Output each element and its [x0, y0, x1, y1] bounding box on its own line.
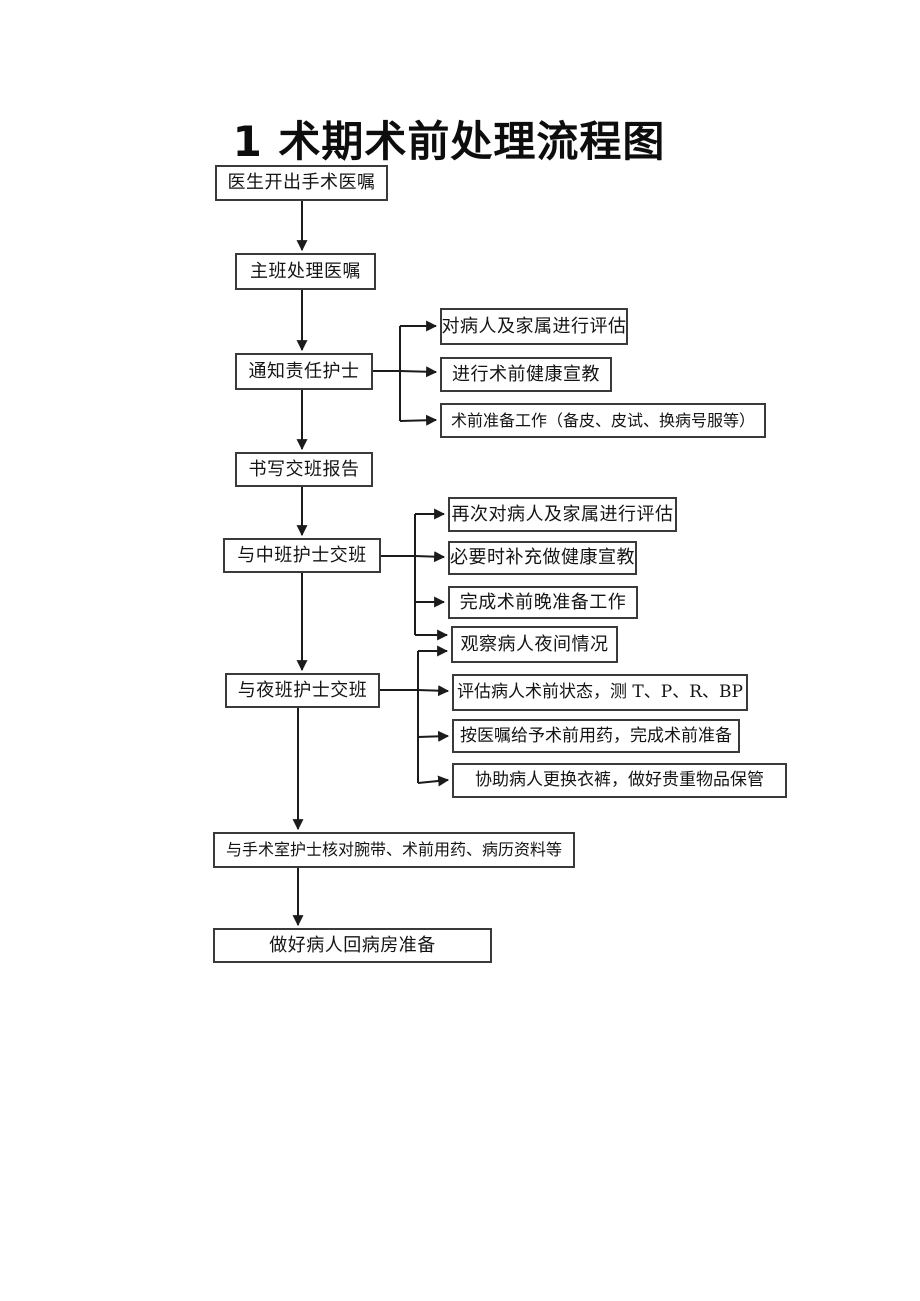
main-flow-arrows [292, 201, 308, 927]
branch-node-assess-preop-status-vitals: 评估病人术前状态，测 T、P、R、BP [452, 674, 748, 711]
flow-node-notify-nurse: 通知责任护士 [235, 353, 373, 390]
mid-shift-branch-arrows [381, 508, 449, 641]
branch-node-observe-patient-night: 观察病人夜间情况 [451, 626, 618, 663]
flow-node-return-ward-prep: 做好病人回病房准备 [213, 928, 492, 963]
flow-node-mid-shift-handover: 与中班护士交班 [223, 538, 381, 573]
flow-node-night-shift-handover: 与夜班护士交班 [225, 673, 380, 708]
flow-node-or-nurse-check: 与手术室护士核对腕带、术前用药、病历资料等 [213, 832, 575, 868]
branch-node-preop-preparation-work: 术前准备工作（备皮、皮试、换病号服等） [440, 403, 766, 438]
branch-node-preop-health-education: 进行术前健康宣教 [440, 357, 612, 392]
branch-node-assess-patient-family: 对病人及家属进行评估 [440, 308, 628, 345]
flow-node-handover-report: 书写交班报告 [235, 452, 373, 487]
branch-node-reassess-patient-family: 再次对病人及家属进行评估 [448, 497, 677, 532]
night-shift-branch-arrows [380, 645, 450, 787]
branch-node-preop-medication: 按医嘱给予术前用药，完成术前准备 [452, 719, 740, 753]
flow-node-doctor-order: 医生开出手术医嘱 [215, 165, 388, 201]
flow-node-main-shift-process: 主班处理医嘱 [235, 253, 376, 290]
branch-node-complete-preop-evening-prep: 完成术前晚准备工作 [448, 586, 638, 619]
branch-node-supplement-health-education: 必要时补充做健康宣教 [448, 541, 637, 575]
notify-branch-arrows [373, 320, 438, 426]
branch-node-change-clothes-valuables: 协助病人更换衣裤，做好贵重物品保管 [452, 763, 787, 798]
flowchart-title: 1 术期术前处理流程图 [232, 117, 666, 166]
